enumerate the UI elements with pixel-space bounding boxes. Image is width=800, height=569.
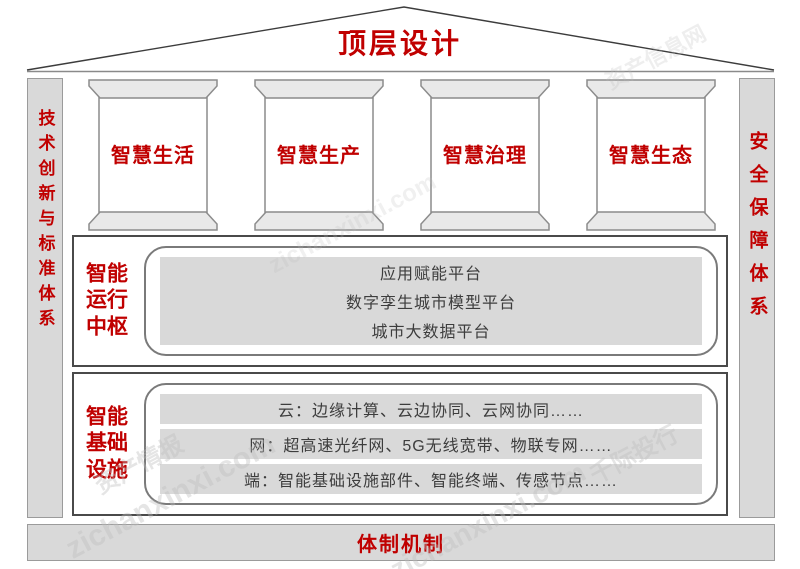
pillar-label: 智慧生态	[609, 145, 693, 168]
roof-slope-lines	[26, 6, 775, 71]
hub-row-bigdata-platform: 城市大数据平台	[160, 315, 702, 345]
infra-row-cloud: 云：边缘计算、云边协同、云网协同……	[160, 394, 702, 424]
pillar-smart-ecology: 智慧生态	[586, 78, 716, 232]
left-pillar-tech-innovation-standards: 技术创新与标准体系	[27, 78, 63, 518]
section-intelligent-operation-hub: 智能 运行 中枢 应用赋能平台 数字孪生城市模型平台 城市大数据平台	[72, 235, 728, 367]
infra-row-network: 网：超高速光纤网、5G无线宽带、物联专网……	[160, 429, 702, 459]
infra-rounded-container: 云：边缘计算、云边协同、云网协同…… 网：超高速光纤网、5G无线宽带、物联专网……	[144, 383, 718, 505]
hub-rounded-container: 应用赋能平台 数字孪生城市模型平台 城市大数据平台	[144, 246, 718, 356]
hub-row-digital-twin-platform: 数字孪生城市模型平台	[160, 286, 702, 316]
pillar-smart-governance: 智慧治理	[420, 78, 550, 232]
column-shape	[420, 79, 550, 231]
hub-section-label: 智能 运行 中枢	[86, 262, 128, 339]
pillar-label: 智慧治理	[443, 145, 527, 168]
column-shape	[586, 79, 716, 231]
foundation-institutional-mechanism: 体制机制	[27, 524, 775, 561]
hub-row-application-platform: 应用赋能平台	[160, 257, 702, 287]
column-shape	[88, 79, 218, 231]
right-bar-label: 安全保障体系	[746, 131, 768, 329]
right-pillar-security-assurance: 安全保障体系	[739, 78, 775, 518]
roof-title: 顶层设计	[337, 28, 462, 59]
roof-outline	[26, 6, 775, 73]
left-bar-label: 技术创新与标准体系	[35, 109, 55, 334]
pillar-smart-production: 智慧生产	[254, 78, 384, 232]
infra-section-label: 智能 基础 设施	[86, 405, 128, 482]
column-shape	[254, 79, 384, 231]
pillar-smart-life: 智慧生活	[88, 78, 218, 232]
pillar-label: 智慧生产	[277, 145, 361, 168]
pillar-label: 智慧生活	[111, 145, 195, 168]
infra-row-endpoint: 端：智能基础设施部件、智能终端、传感节点……	[160, 464, 702, 494]
section-intelligent-infrastructure: 智能 基础 设施 云：边缘计算、云边协同、云网协同…… 网：超高速光纤网、5G无…	[72, 372, 728, 516]
pillar-row: 智慧生活 智慧生产 智慧治理 智慧生态	[88, 78, 716, 232]
